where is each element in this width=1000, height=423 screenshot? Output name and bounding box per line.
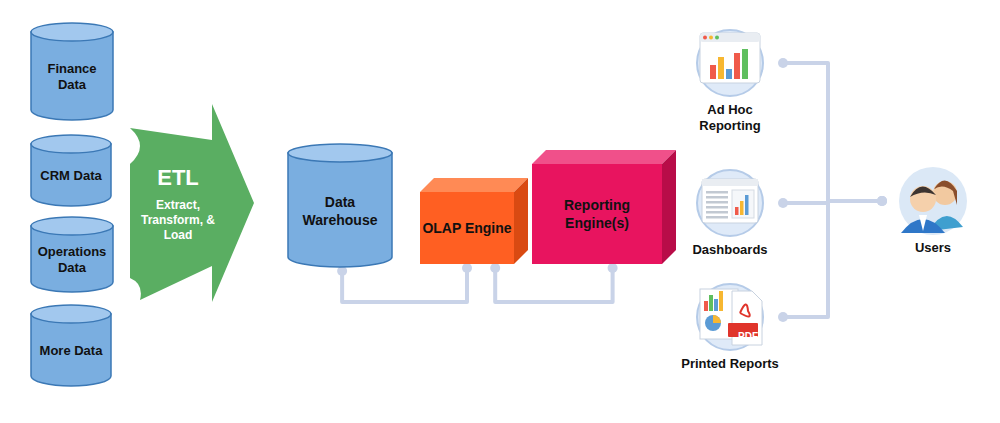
etl-arrow: ETL Extract, Transform, & Load	[130, 100, 254, 306]
node-label: ETL	[157, 164, 199, 192]
engine-cube: Reporting Engine(s)	[532, 150, 676, 264]
node-content: Users	[880, 166, 986, 262]
source-database: Operations Data	[30, 216, 114, 292]
connector	[778, 196, 887, 322]
node-label: Dashboards	[692, 242, 767, 258]
node-label: More Data	[40, 343, 103, 359]
pdf-badge-text: PDF	[738, 331, 758, 342]
node-label: OLAP Engine	[422, 219, 511, 237]
node-content: CRM Data	[30, 134, 112, 206]
connector	[490, 263, 617, 302]
shape-outline	[675, 282, 785, 398]
node-content: ETL Extract, Transform, & Load	[130, 100, 254, 306]
users-icon: Users	[880, 166, 986, 262]
output-icon: Printed Reports	[675, 282, 785, 398]
node-label: CRM Data	[40, 168, 101, 184]
node-label: Ad Hoc Reporting	[680, 102, 780, 134]
source-database: Finance Data	[30, 22, 114, 120]
node-content: Finance Data	[30, 22, 114, 120]
source-database: CRM Data	[30, 134, 112, 206]
node-label: Reporting Engine(s)	[532, 196, 662, 232]
node-content: Reporting Engine(s)	[532, 150, 676, 264]
node-label: Printed Reports	[681, 356, 779, 372]
node-label: Users	[915, 240, 951, 256]
source-database: More Data	[30, 304, 112, 386]
node-content: Printed Reports	[675, 282, 785, 398]
node-content: Dashboards	[675, 168, 785, 264]
engine-cube: OLAP Engine	[420, 178, 528, 264]
warehouse-cylinder: Data Warehouse	[287, 143, 393, 267]
node-label: Operations Data	[34, 244, 110, 276]
connector	[337, 263, 472, 302]
node-label: Finance Data	[34, 61, 110, 93]
node-body: Extract, Transform, & Load	[138, 198, 218, 243]
node-content: Ad Hoc Reporting	[675, 28, 785, 146]
output-icon: Ad Hoc Reporting	[675, 28, 785, 146]
connector	[778, 58, 887, 206]
node-content: Data Warehouse	[287, 143, 393, 267]
node-content: Operations Data	[30, 216, 114, 292]
node-content: More Data	[30, 304, 112, 386]
node-label: Data Warehouse	[300, 193, 380, 229]
node-content: OLAP Engine	[420, 178, 528, 264]
output-icon: Dashboards	[675, 168, 785, 264]
